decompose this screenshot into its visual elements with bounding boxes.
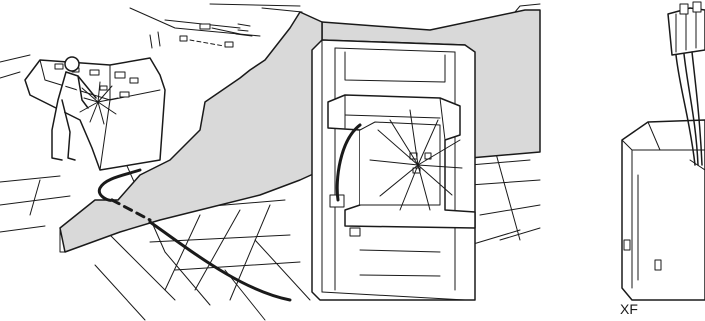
control-console [25, 58, 165, 170]
figure-caption: XF [620, 301, 638, 317]
shunt-connector [668, 2, 705, 55]
ceiling-fixtures [180, 24, 252, 47]
rear-floor-grid [470, 150, 540, 245]
